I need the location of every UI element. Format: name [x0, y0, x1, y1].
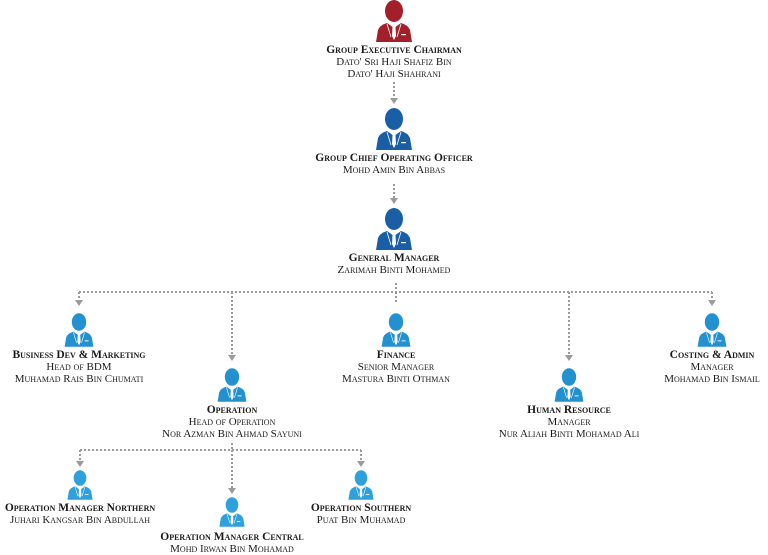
node-name: Dato' Haji Shahrani — [347, 68, 441, 80]
person-with-tie-icon — [380, 313, 412, 347]
arrow-icon — [357, 461, 365, 467]
arrow-icon — [76, 461, 84, 467]
person-with-tie-icon — [216, 368, 248, 402]
node-group-coo: Group Chief Operating Officer Mohd Amin … — [274, 108, 514, 176]
node-name: Zarimah Binti Mohamed — [337, 264, 451, 276]
node-operation-manager-central: Operation Manager Central Mohd Irwan Bin… — [112, 497, 352, 555]
node-group-executive-chairman: Group Executive Chairman Dato' Sri Haji … — [274, 0, 514, 80]
node-title: Operation Manager Northern — [4, 502, 156, 514]
node-role: Manager — [690, 361, 734, 373]
node-title: Human Resource — [527, 404, 611, 416]
node-role: Senior Manager — [357, 361, 435, 373]
arrow-icon — [228, 488, 236, 494]
node-name: Mastura Binti Othman — [342, 373, 450, 385]
person-with-tie-icon — [347, 470, 375, 500]
node-finance: Finance Senior Manager Mastura Binti Oth… — [276, 313, 516, 385]
arrow-icon — [390, 198, 398, 204]
arrow-icon — [708, 300, 716, 306]
node-title: Finance — [376, 349, 416, 361]
node-operation-manager-northern: Operation Manager Northern Juhari Kangsa… — [0, 470, 200, 526]
node-human-resource: Human Resource Manager Nur Aliah Binti M… — [449, 368, 689, 440]
node-name: Juhari Kangsar Bin Abdullah — [9, 514, 151, 526]
person-with-tie-icon — [374, 208, 414, 250]
arrow-icon — [228, 355, 236, 361]
person-with-tie-icon — [63, 313, 95, 347]
node-name: Nur Aliah Binti Mohamad Ali — [498, 428, 640, 440]
person-with-tie-icon — [374, 108, 414, 150]
node-title: Operation Manager Central — [160, 531, 304, 543]
node-operation-southern: Operation Southern Puat Bin Muhamad — [241, 470, 481, 526]
person-with-tie-icon — [66, 470, 94, 500]
node-name: Puat Bin Muhamad — [316, 514, 406, 526]
person-with-tie-icon — [374, 0, 414, 42]
node-general-manager: General Manager Zarimah Binti Mohamed — [274, 208, 514, 276]
node-role: Head of BDM — [46, 361, 112, 373]
node-name: Dato' Sri Haji Shafiz Bin — [336, 56, 452, 68]
node-role: Manager — [547, 416, 591, 428]
node-operation: Operation Head of Operation Nor Azman Bi… — [112, 368, 352, 440]
node-title: Group Executive Chairman — [326, 44, 462, 56]
person-with-tie-icon — [696, 313, 728, 347]
node-costing-admin: Costing & Admin Manager Mohamad Bin Isma… — [592, 313, 768, 385]
person-with-tie-icon — [553, 368, 585, 402]
node-title: Costing & Admin — [669, 349, 755, 361]
arrow-icon — [390, 98, 398, 104]
node-name: Mohd Irwan Bin Mohamad — [170, 543, 294, 555]
arrow-icon — [75, 300, 83, 306]
arrow-icon — [565, 355, 573, 361]
node-title: Business Dev & Marketing — [12, 349, 146, 361]
node-role: Head of Operation — [188, 416, 276, 428]
node-title: Operation Southern — [310, 502, 412, 514]
node-title: General Manager — [348, 252, 440, 264]
node-name: Nor Azman Bin Ahmad Sayuni — [162, 428, 302, 440]
node-name: Mohd Amin Bin Abbas — [342, 164, 446, 176]
arrowheads — [75, 98, 716, 494]
connector-operation-bus — [80, 443, 361, 451]
node-title: Operation — [206, 404, 258, 416]
node-name: Mohamad Bin Ismail — [664, 373, 760, 385]
node-name: Muhamad Rais Bin Chumati — [14, 373, 144, 385]
node-business-dev-marketing: Business Dev & Marketing Head of BDM Muh… — [0, 313, 199, 385]
node-title: Group Chief Operating Officer — [315, 152, 473, 164]
